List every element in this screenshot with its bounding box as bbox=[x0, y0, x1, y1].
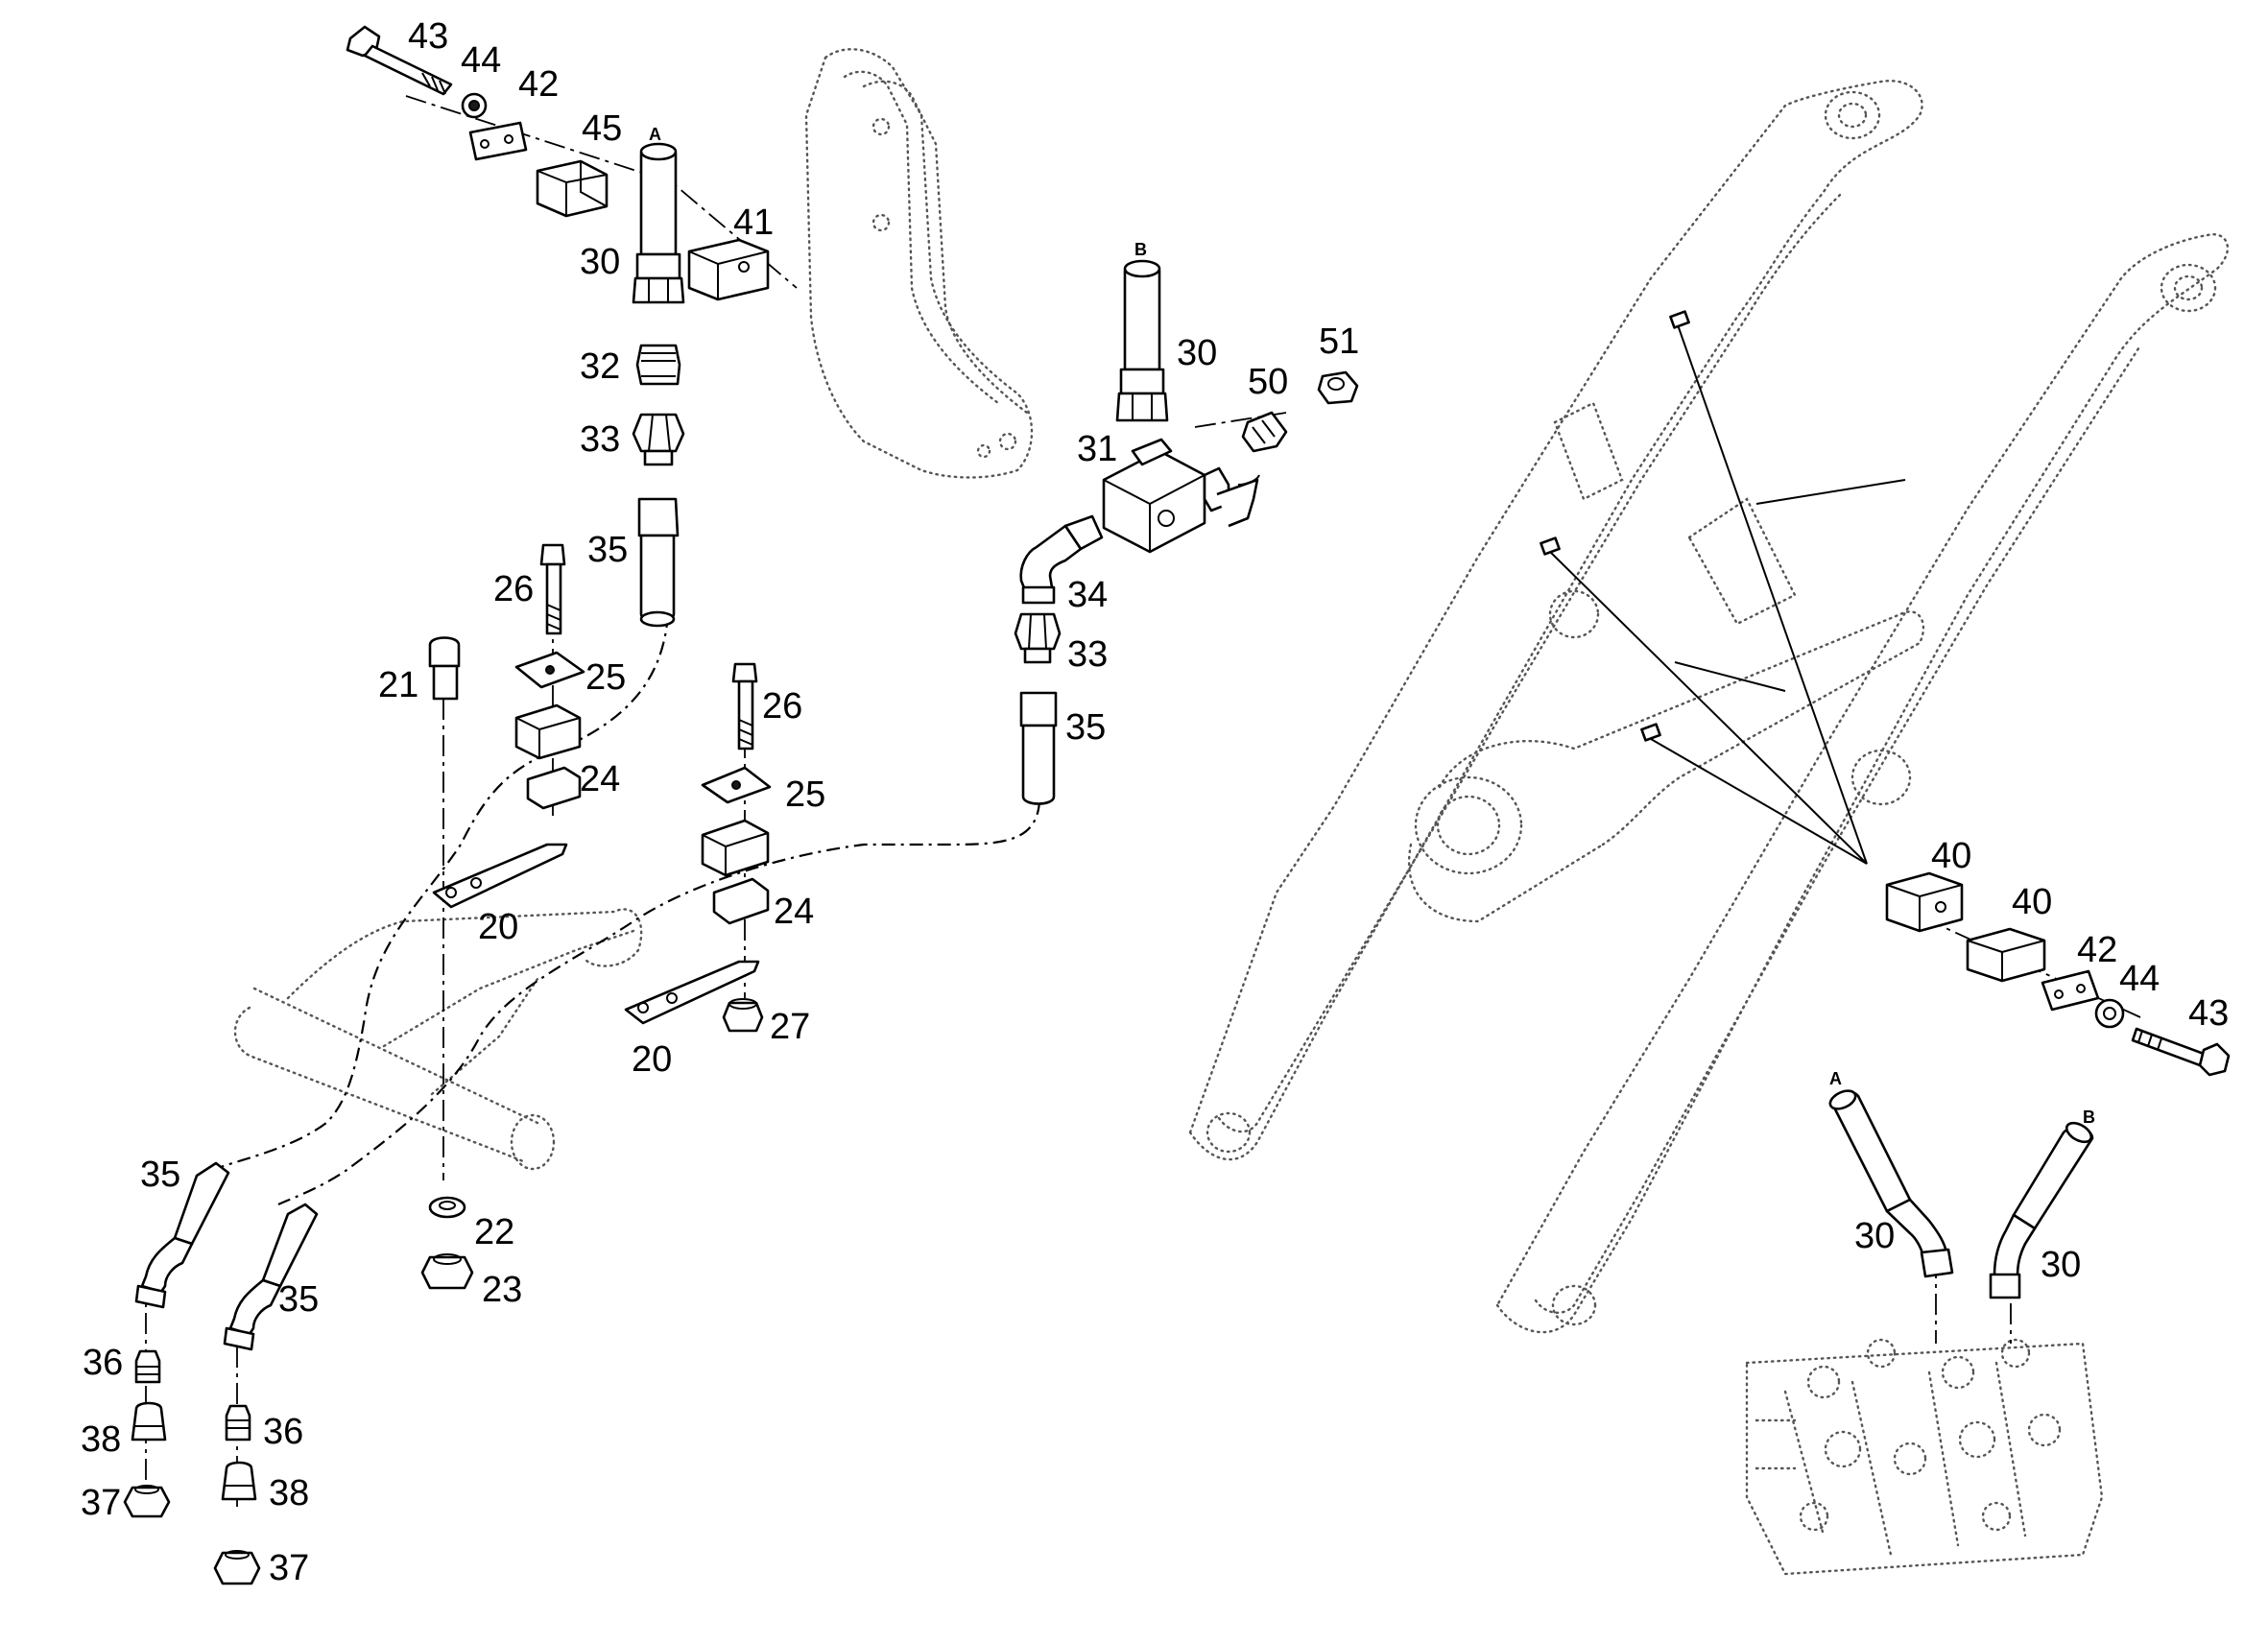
bolt-26-right bbox=[731, 662, 758, 751]
callout-26-left: 26 bbox=[493, 569, 534, 609]
nut-37-right bbox=[213, 1550, 261, 1585]
plug-50 bbox=[1241, 411, 1288, 453]
hose-30-a-right bbox=[1828, 1089, 1954, 1278]
hose-30-b bbox=[1115, 259, 1169, 422]
callout-35-lower-right: 35 bbox=[278, 1279, 319, 1320]
clamp-41 bbox=[687, 238, 770, 301]
fitting-38-right bbox=[221, 1461, 257, 1501]
bolt-43-right bbox=[2131, 1027, 2231, 1077]
callout-44-right: 44 bbox=[2119, 959, 2160, 999]
callout-20-left: 20 bbox=[478, 907, 518, 947]
washer-44-right bbox=[2094, 998, 2125, 1029]
hose-letter-a-bottom: A bbox=[1829, 1069, 1842, 1088]
callout-25-left: 25 bbox=[585, 657, 626, 698]
nut-33-left bbox=[632, 413, 685, 466]
callout-30-b: 30 bbox=[1177, 333, 1217, 373]
tube-ghost bbox=[233, 908, 643, 1171]
clamp-40-bottom bbox=[1966, 927, 2046, 983]
callout-43-top: 43 bbox=[408, 16, 448, 57]
plate-42-top bbox=[468, 121, 528, 161]
nut-27 bbox=[722, 998, 764, 1033]
callout-34: 34 bbox=[1067, 575, 1108, 615]
callout-36-left: 36 bbox=[83, 1343, 123, 1383]
hose-letters: A B A B bbox=[649, 125, 2095, 1127]
hose-30-b-right bbox=[1989, 1121, 2094, 1299]
plate-42-right bbox=[2041, 969, 2100, 1012]
bracket-20-left bbox=[432, 843, 568, 909]
callout-labels: 43 44 42 45 41 30 32 33 35 26 25 21 24 2… bbox=[81, 16, 2229, 1588]
hose-routing bbox=[145, 95, 2141, 1507]
adapter-32 bbox=[635, 344, 681, 386]
bolt-21 bbox=[428, 636, 461, 701]
callout-35-top: 35 bbox=[587, 530, 628, 570]
clamp-45 bbox=[536, 159, 609, 218]
tee-31 bbox=[1102, 438, 1260, 554]
nut-23 bbox=[420, 1253, 474, 1290]
hose-35-right bbox=[1019, 691, 1058, 805]
hose-35-lower-right bbox=[223, 1203, 319, 1351]
callout-36-right: 36 bbox=[263, 1412, 303, 1452]
nut-33-right bbox=[1014, 612, 1062, 664]
callout-30-a-right: 30 bbox=[1854, 1216, 1895, 1256]
clamp-40-top bbox=[1885, 871, 1964, 933]
hose-letter-a-top: A bbox=[649, 125, 661, 144]
washer-44-top bbox=[461, 92, 488, 119]
callout-22: 22 bbox=[474, 1212, 514, 1252]
hose-35-lower-left bbox=[134, 1161, 230, 1309]
clamp-24-left bbox=[514, 703, 582, 810]
callout-26-right: 26 bbox=[762, 686, 802, 727]
callout-45: 45 bbox=[582, 108, 622, 149]
callout-27: 27 bbox=[770, 1007, 810, 1047]
bolt-43-top bbox=[346, 25, 453, 96]
bolt-26-left bbox=[539, 543, 566, 635]
callout-37-right: 37 bbox=[269, 1548, 309, 1588]
leader-lines-40 bbox=[1540, 310, 1906, 865]
adapter-36-right bbox=[225, 1404, 251, 1441]
callout-23: 23 bbox=[482, 1270, 522, 1310]
nut-37-left bbox=[123, 1485, 171, 1518]
clamp-24-right bbox=[701, 819, 770, 925]
callout-25-right: 25 bbox=[785, 774, 825, 815]
callout-42-right: 42 bbox=[2077, 930, 2117, 970]
callout-33-left: 33 bbox=[580, 419, 620, 460]
plate-25-right bbox=[701, 766, 772, 804]
adapter-36-left bbox=[134, 1349, 161, 1384]
callout-51: 51 bbox=[1319, 322, 1359, 362]
callout-41: 41 bbox=[733, 203, 774, 243]
callout-24-left: 24 bbox=[580, 759, 620, 799]
callout-35-lower-left: 35 bbox=[140, 1155, 180, 1195]
callout-30-a: 30 bbox=[580, 242, 620, 282]
callout-44-top: 44 bbox=[461, 40, 501, 81]
callout-31: 31 bbox=[1077, 429, 1117, 469]
callout-20-right: 20 bbox=[632, 1039, 672, 1080]
callout-40-bottom: 40 bbox=[2012, 882, 2052, 922]
hose-35-top bbox=[637, 497, 680, 628]
bracket-20-right bbox=[624, 960, 760, 1025]
hose-30-a bbox=[632, 142, 685, 304]
callout-50: 50 bbox=[1248, 362, 1288, 402]
callout-33-right: 33 bbox=[1067, 634, 1108, 675]
control-valve-ghost bbox=[1745, 1338, 2104, 1576]
nut-51 bbox=[1317, 370, 1359, 405]
callout-43-right: 43 bbox=[2188, 993, 2229, 1034]
hose-letter-b-top: B bbox=[1134, 240, 1147, 259]
callout-21: 21 bbox=[378, 665, 418, 705]
callout-42-top: 42 bbox=[518, 64, 559, 105]
fitting-38-left bbox=[131, 1401, 167, 1441]
plate-25-left bbox=[514, 651, 585, 689]
elbow-34 bbox=[1019, 514, 1104, 605]
washer-22 bbox=[428, 1196, 466, 1219]
hose-letter-b-bottom: B bbox=[2083, 1108, 2095, 1127]
callout-38-right: 38 bbox=[269, 1473, 309, 1513]
loader-arm-ghost bbox=[1188, 80, 2229, 1334]
callout-35-right: 35 bbox=[1065, 707, 1106, 748]
callout-38-left: 38 bbox=[81, 1419, 121, 1460]
callout-32: 32 bbox=[580, 346, 620, 387]
boom-bracket-ghost bbox=[804, 48, 1034, 479]
callout-30-b-right: 30 bbox=[2041, 1245, 2081, 1285]
callout-40-top: 40 bbox=[1931, 836, 1971, 876]
callout-24-right: 24 bbox=[774, 892, 814, 932]
callout-37-left: 37 bbox=[81, 1483, 121, 1523]
